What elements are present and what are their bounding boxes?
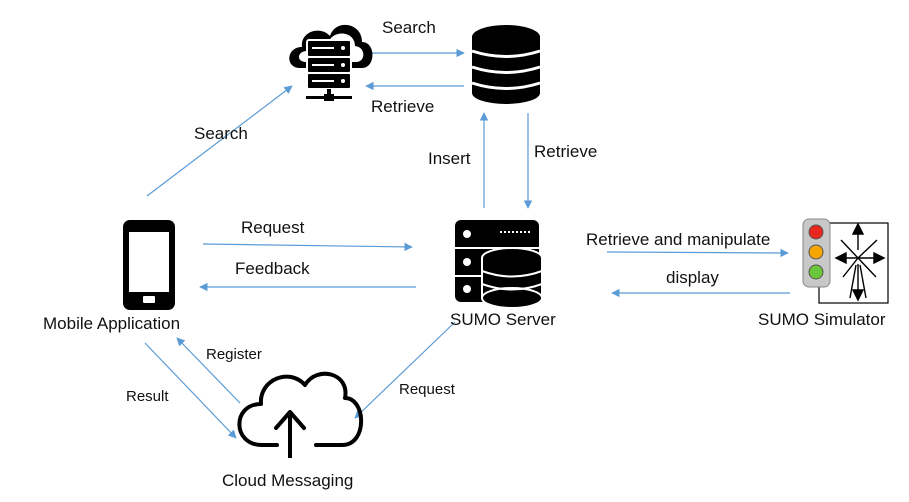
sumo-simulator-label: SUMO Simulator: [758, 310, 886, 329]
mobile-phone-icon: [123, 220, 175, 310]
sumo-simulator-icon: [802, 218, 889, 304]
arrows: [144, 48, 790, 439]
edge-label-search-top: Search: [382, 18, 436, 37]
edge-label-result: Result: [126, 388, 169, 405]
edge-label-search-left: Search: [194, 124, 248, 143]
traffic-light-amber: [808, 244, 824, 260]
sumo-server-icon: [455, 220, 543, 309]
cloud-upload-icon: [237, 371, 364, 458]
database-icon: [471, 25, 541, 104]
edge-label-retrieve-right: Retrieve: [534, 142, 598, 161]
traffic-light-green: [808, 264, 824, 280]
edge-label-register: Register: [206, 346, 262, 363]
arrow-request-server-to-cloud-messaging: [354, 321, 456, 419]
arrow-retrieve-manipulate-to-simulator: [606, 248, 789, 258]
edge-label-request-bottom: Request: [399, 381, 455, 398]
edge-label-feedback: Feedback: [235, 259, 310, 278]
arrow-result-to-cloud-messaging: [144, 342, 237, 439]
edge-label-insert: Insert: [428, 149, 471, 168]
edge-label-display: display: [666, 268, 719, 287]
mobile-application-label: Mobile Application: [43, 314, 181, 333]
arrow-request-mobile-to-server: [202, 242, 413, 252]
sumo-server-label: SUMO Server: [450, 310, 556, 329]
traffic-light-red: [808, 224, 824, 240]
edge-label-retrieve-and-manipulate: Retrieve and manipulate: [586, 230, 771, 249]
cloud-messaging-label: Cloud Messaging: [222, 471, 354, 490]
cloud-server-icon: [289, 24, 373, 101]
arrow-register-to-mobile: [176, 337, 241, 404]
edge-label-retrieve-top: Retrieve: [371, 97, 435, 116]
edge-label-request-mid: Request: [241, 218, 305, 237]
arrow-search-mobile-to-cloud-server: [146, 85, 293, 197]
